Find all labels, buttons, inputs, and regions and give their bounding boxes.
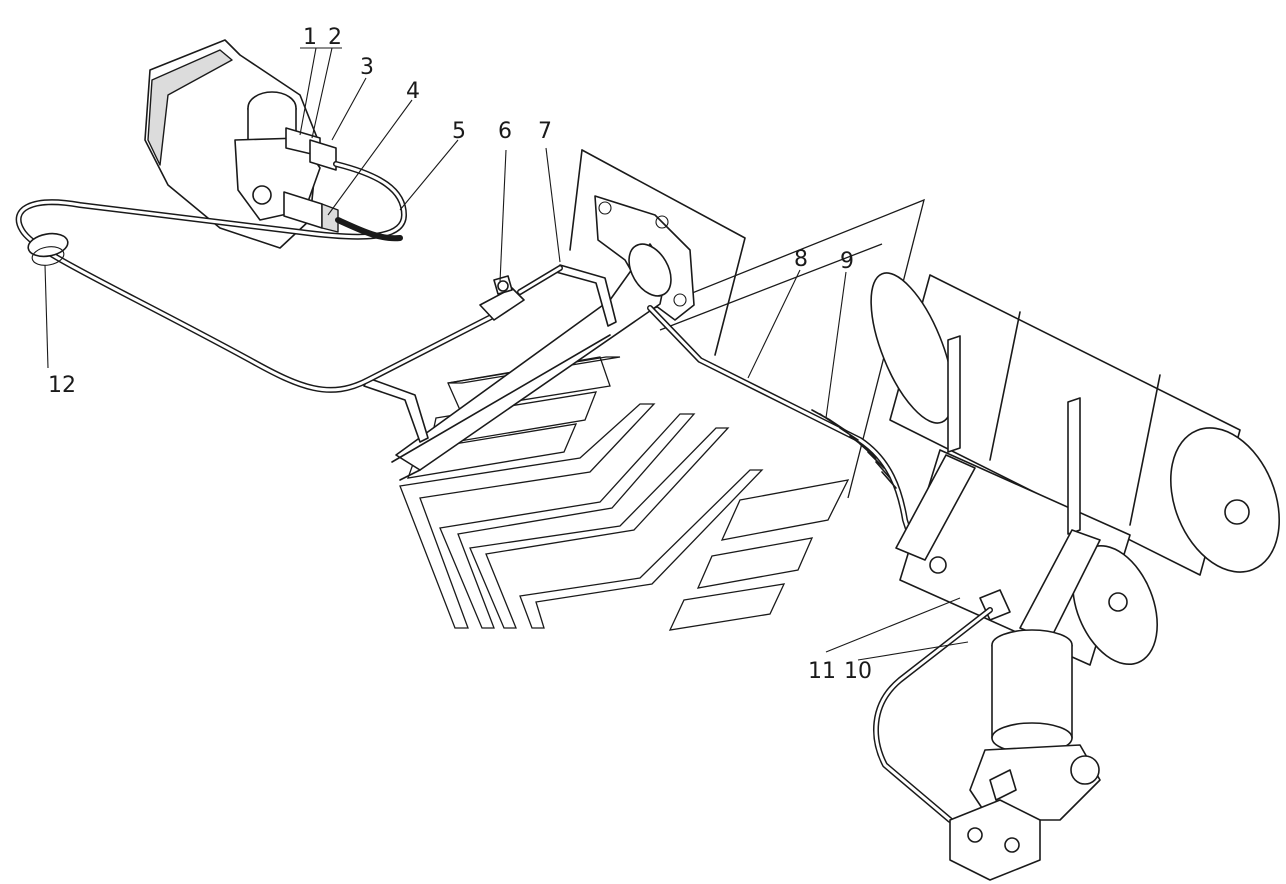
callout-labels: 1 2 3 4 5 6 7 8 9 10 11 12	[48, 25, 872, 684]
callout-3: 3	[360, 55, 374, 80]
callout-1: 1	[303, 25, 317, 50]
tee-fitting	[479, 275, 525, 321]
callout-11: 11	[808, 659, 836, 684]
pipe-main-run	[15, 161, 563, 393]
callout-5: 5	[452, 119, 466, 144]
callout-leaders	[44, 47, 969, 661]
callout-10: 10	[844, 659, 872, 684]
pipe-to-receiver	[647, 305, 921, 563]
callout-2: 2	[328, 25, 342, 50]
watermark-emblem	[399, 198, 925, 631]
callout-4: 4	[406, 79, 420, 104]
pipe-to-valve	[873, 607, 993, 823]
callout-9: 9	[840, 249, 854, 274]
compressor	[144, 39, 339, 249]
air-dryer	[949, 629, 1101, 881]
air-tank-lower	[895, 335, 1158, 666]
callout-6: 6	[498, 119, 512, 144]
callout-8: 8	[794, 247, 808, 272]
callout-12: 12	[48, 373, 76, 398]
air-tank-upper	[870, 272, 1281, 576]
callout-7: 7	[538, 119, 552, 144]
